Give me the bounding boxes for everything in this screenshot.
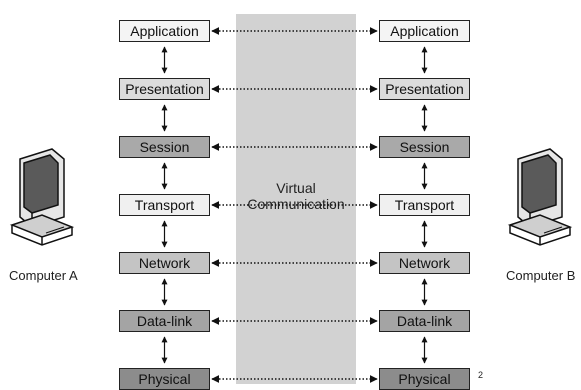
- left-layer-physical: Physical: [119, 368, 210, 390]
- right-layer-application: Application: [379, 20, 470, 42]
- left-layer-application: Application: [119, 20, 210, 42]
- left-layer-data-link: Data-link: [119, 310, 210, 332]
- computer-b-label: Computer B: [506, 268, 576, 283]
- corner-mark: 2: [478, 370, 484, 380]
- right-layer-transport: Transport: [379, 194, 470, 216]
- right-layer-session: Session: [379, 136, 470, 158]
- virtual-label-line1: Virtual: [276, 180, 316, 196]
- left-layer-network: Network: [119, 252, 210, 274]
- right-layer-data-link: Data-link: [379, 310, 470, 332]
- left-layer-transport: Transport: [119, 194, 210, 216]
- right-layer-physical: Physical: [379, 368, 470, 390]
- left-layer-presentation: Presentation: [119, 78, 210, 100]
- left-layer-session: Session: [119, 136, 210, 158]
- right-layer-presentation: Presentation: [379, 78, 470, 100]
- computer-a-label: Computer A: [9, 268, 78, 283]
- right-layer-network: Network: [379, 252, 470, 274]
